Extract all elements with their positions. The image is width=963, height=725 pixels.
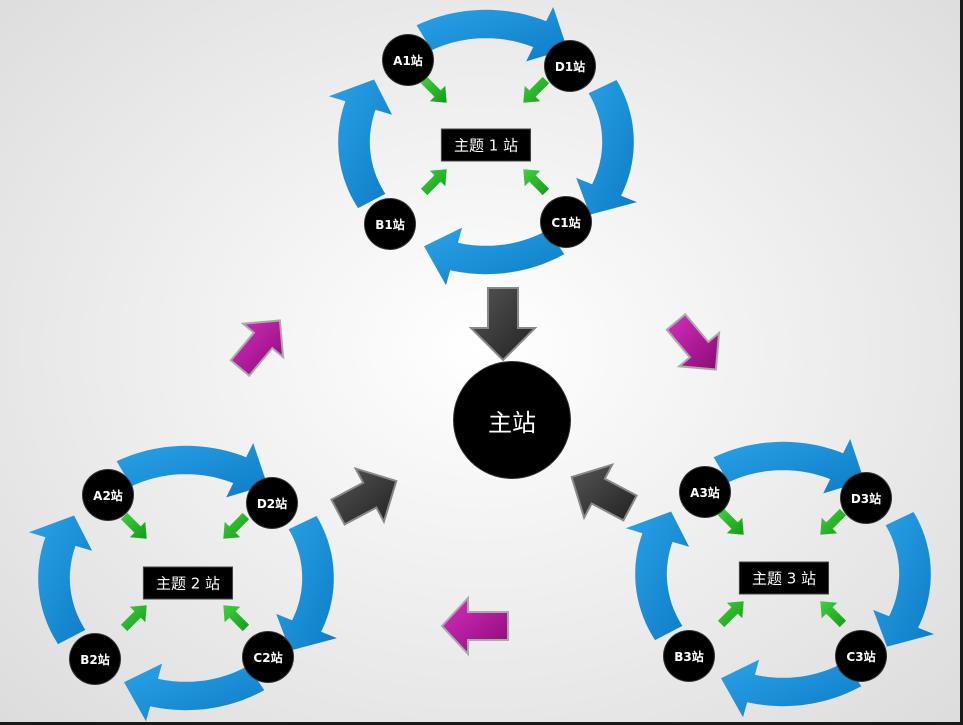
cycle-arrow-icon — [416, 7, 568, 62]
cycle-arrow-icon — [721, 659, 862, 718]
main-arrow-icon — [468, 287, 538, 362]
feed-arrow-icon — [420, 76, 447, 103]
station-d1[interactable]: D1站 — [545, 41, 595, 91]
station-d2[interactable]: D2站 — [247, 478, 297, 528]
feed-arrow-icon — [223, 512, 250, 539]
station-a3[interactable]: A3站 — [680, 467, 730, 517]
feed-arrow-icon — [223, 605, 250, 632]
cycle-arrow-icon — [28, 515, 93, 645]
station-c1[interactable]: C1站 — [541, 197, 591, 247]
station-d3-label: D3站 — [850, 491, 882, 506]
station-b3-label: B3站 — [674, 649, 704, 664]
cycle-arrow-icon — [276, 516, 337, 651]
station-d1-label: D1站 — [554, 59, 586, 74]
cycle-arrow-icon — [625, 511, 690, 641]
cycle-arrow-icon — [873, 512, 934, 647]
feed-arrow-icon — [523, 169, 550, 196]
topic-3-label[interactable]: 主题 3 站 — [738, 561, 830, 595]
topic-2-label[interactable]: 主题 2 站 — [142, 566, 234, 600]
station-c3[interactable]: C3站 — [836, 631, 886, 681]
main-arrow-icon — [330, 466, 398, 526]
cycle-arrow-icon — [713, 439, 865, 494]
station-b1-label: B1站 — [375, 217, 405, 232]
frame-border-bottom — [0, 722, 963, 725]
feed-arrow-icon — [523, 76, 550, 103]
cross-arrow-icon — [440, 595, 509, 657]
station-a1-label: A1站 — [393, 53, 423, 68]
frame-border-right — [960, 0, 963, 725]
cycle-arrow-icon — [576, 80, 637, 215]
feed-arrow-icon — [120, 512, 147, 539]
station-a1[interactable]: A1站 — [383, 35, 433, 85]
station-c1-label: C1站 — [551, 215, 581, 230]
station-b2-label: B2站 — [80, 652, 110, 667]
station-b3[interactable]: B3站 — [664, 631, 714, 681]
station-a2[interactable]: A2站 — [83, 470, 133, 520]
feed-arrow-icon — [120, 605, 147, 632]
cross-arrow-icon — [229, 319, 285, 378]
station-c2-label: C2站 — [253, 650, 283, 665]
cross-arrow-icon — [665, 312, 721, 371]
station-c2[interactable]: C2站 — [243, 632, 293, 682]
feed-arrow-icon — [820, 601, 847, 628]
station-b2[interactable]: B2站 — [70, 634, 120, 684]
station-c3-label: C3站 — [846, 649, 876, 664]
station-a3-label: A3站 — [690, 485, 720, 500]
station-d2-label: D2站 — [256, 496, 288, 511]
topic-1-label[interactable]: 主题 1 站 — [440, 128, 532, 162]
station-a2-label: A2站 — [93, 488, 123, 503]
main-station-label: 主站 — [488, 408, 536, 437]
station-d3[interactable]: D3站 — [841, 473, 891, 523]
cycle-arrow-icon — [328, 79, 393, 209]
main-arrow-icon — [570, 462, 638, 522]
cycle-arrow-icon — [124, 663, 265, 722]
station-b1[interactable]: B1站 — [365, 199, 415, 249]
feed-arrow-icon — [717, 601, 744, 628]
feed-arrow-icon — [717, 508, 744, 535]
cycle-arrow-icon — [424, 227, 565, 286]
feed-arrow-icon — [820, 508, 847, 535]
cycle-arrow-icon — [116, 443, 268, 498]
main-station[interactable]: 主站 — [454, 362, 570, 478]
feed-arrow-icon — [420, 169, 447, 196]
